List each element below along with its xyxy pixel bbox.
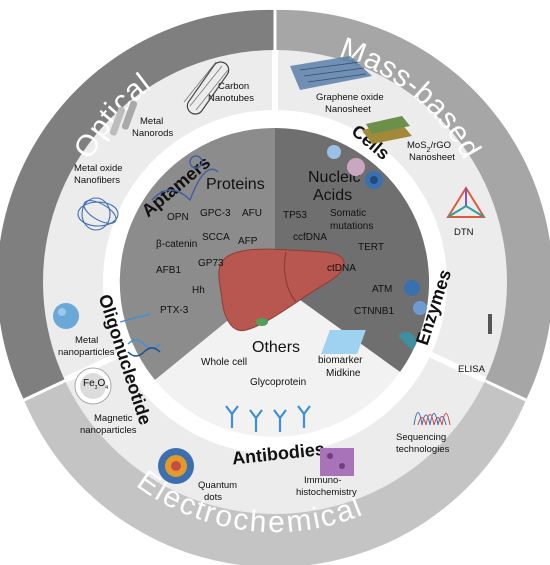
elisa-label: ELISA xyxy=(458,364,486,375)
others-title: Others xyxy=(252,339,300,356)
metal-nanoparticles-icon xyxy=(53,303,79,329)
protein-opn: OPN xyxy=(167,212,189,223)
metal-nanorods-line1: Metal xyxy=(140,116,163,127)
magnetic-np-line1: Magnetic xyxy=(94,413,133,424)
ihc-line1: Immuno- xyxy=(304,475,341,486)
nucleic-title-line1: Nucleic xyxy=(308,169,360,186)
dtn-label: DTN xyxy=(454,227,474,238)
metal-oxide-nanofiber-icon xyxy=(77,197,119,231)
magnetic-np-line2: nanoparticles xyxy=(80,425,137,436)
protein-ptx3: PTX-3 xyxy=(160,305,189,316)
mos2-line2: Nanosheet xyxy=(409,152,455,163)
others-midkine: Midkine xyxy=(326,368,361,379)
nucleic-title-line2: Acids xyxy=(313,187,352,204)
core xyxy=(119,127,430,437)
protein-afb1: AFB1 xyxy=(156,265,181,276)
protein-afu: AFU xyxy=(242,208,262,219)
nucleic-ccfdna: ccfDNA xyxy=(293,232,327,243)
metal-nanorods-icon xyxy=(109,100,138,136)
carbon-nanotube-icon xyxy=(183,61,230,115)
quantum-dots-icon xyxy=(158,448,194,484)
carbon-nanotubes-line2: Nanotubes xyxy=(208,93,254,104)
enzymes-icon xyxy=(398,280,427,350)
elisa-icon xyxy=(321,314,492,354)
metal-nanorods-line2: Nanorods xyxy=(132,128,173,139)
oligonucleotide-icon xyxy=(119,313,161,357)
protein-beta-catenin: β-catenin xyxy=(156,239,197,250)
core-proteins-sector xyxy=(119,127,275,381)
metal-oxide-line1: Metal oxide xyxy=(74,163,123,174)
nucleic-ctnnb1: CTNNB1 xyxy=(354,306,394,317)
metal-np-line2: nanoparticles xyxy=(58,347,115,358)
protein-scca: SCCA xyxy=(202,232,230,243)
fe3o4-label: Fe3O4 xyxy=(83,378,108,391)
protein-gpc3: GPC-3 xyxy=(200,208,231,219)
cells-icon xyxy=(327,145,383,189)
magnetic-nanoparticles-icon xyxy=(74,367,112,405)
nucleic-ctdna: ctDNA xyxy=(327,263,356,274)
others-whole-cell: Whole cell xyxy=(201,357,247,368)
ihc-line2: histochemistry xyxy=(296,487,357,498)
nucleic-mutations: mutations xyxy=(330,221,373,232)
others-glycoprotein: Glycoprotein xyxy=(250,377,306,388)
liver-illustration xyxy=(218,248,345,332)
ihc-icon xyxy=(320,448,354,476)
mos2-rgo-icon xyxy=(362,116,412,144)
protein-hh: Hh xyxy=(192,285,205,296)
nucleic-atm: ATM xyxy=(372,284,392,295)
proteins-title: Proteins xyxy=(206,176,265,193)
others-biomarker: biomarker xyxy=(318,355,363,366)
sequencing-line2: technologies xyxy=(396,444,450,455)
graphene-oxide-line1: Graphene oxide xyxy=(316,92,384,103)
nucleic-tert: TERT xyxy=(358,242,384,253)
antibodies-icon xyxy=(225,405,311,432)
aptamer-icon xyxy=(151,155,219,202)
protein-afp: AFP xyxy=(238,236,258,247)
sequencing-line1: Sequencing xyxy=(396,432,446,443)
protein-gp73: GP73 xyxy=(198,258,224,269)
quantum-dots-line2: dots xyxy=(204,492,222,503)
metal-oxide-line2: Nanofibers xyxy=(74,175,120,186)
sequencing-icon xyxy=(413,412,451,426)
quantum-dots-line1: Quantum xyxy=(198,480,237,491)
dtn-icon xyxy=(446,186,486,218)
core-others-sector xyxy=(155,282,400,437)
core-nucleic-sector xyxy=(275,128,430,372)
metal-np-line1: Metal xyxy=(75,335,98,346)
nucleic-somatic: Somatic xyxy=(330,208,366,219)
graphene-oxide-line2: Nanosheet xyxy=(325,104,371,115)
carbon-nanotubes-line1: Carbon xyxy=(218,81,249,92)
graphene-oxide-icon xyxy=(290,56,372,90)
mos2-line1: MoS2/rGO xyxy=(407,140,451,154)
nucleic-tp53: TP53 xyxy=(283,210,307,221)
